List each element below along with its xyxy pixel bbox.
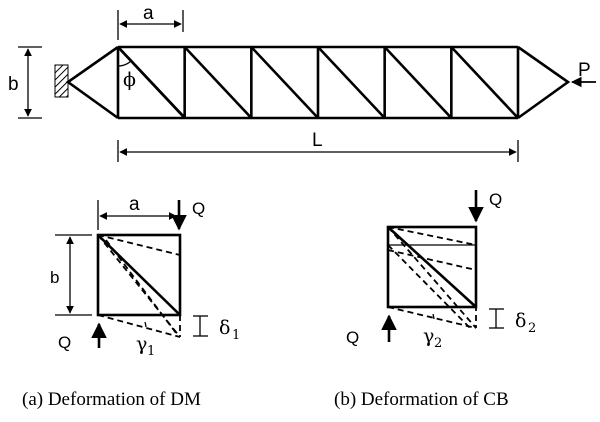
cb-delta-sub: 2: [528, 321, 536, 336]
truss-left-end: [65, 45, 119, 120]
cb-deformed-upper: [387, 226, 477, 246]
phi-label: ϕ: [123, 69, 136, 91]
dm-caption: (a) Deformation of DM: [22, 389, 201, 410]
dm-deformed-diagonal: [97, 234, 181, 338]
truss-dim-b-label: b: [8, 74, 19, 95]
cb-deformed-bottom: [387, 306, 477, 329]
cb-deformed-mid: [387, 249, 477, 271]
dm-delta-sub: 1: [232, 328, 240, 343]
phi-angle-arc: [117, 60, 132, 67]
cb-Q-bottom-label: Q: [346, 328, 359, 347]
truss-right-end: [517, 45, 571, 120]
cb-Q-top-label: Q: [489, 190, 502, 209]
truss-figure: ϕ a b L P: [8, 3, 596, 162]
truss-diagonal: [383, 46, 453, 119]
cb-figure: Q Q γ 2 δ 2 (b) Deformation of CB: [334, 190, 536, 410]
cb-gamma-sub: 2: [434, 336, 442, 351]
truss-first-diagonal: [117, 46, 186, 119]
truss-members: [116, 46, 520, 119]
truss-diagonal: [183, 46, 253, 119]
dm-Q-bottom-label: Q: [58, 333, 71, 352]
cb-deformed-diagonal: [387, 226, 477, 329]
cb-delta-label: δ: [515, 310, 526, 332]
dm-Q-top-label: Q: [192, 199, 205, 218]
cb-deformed-diagonal-2: [387, 244, 471, 329]
truss-diagonal: [317, 46, 386, 119]
wall-support-hatch: [54, 64, 69, 98]
cb-gamma-arc: [432, 313, 435, 320]
dm-diagonal: [97, 234, 181, 316]
dm-delta-label: δ: [219, 317, 230, 339]
truss-diagonal: [450, 46, 519, 119]
dm-deformed-bottom: [97, 314, 181, 338]
cb-diagonal: [387, 226, 477, 308]
dm-gamma-sub: 1: [147, 344, 155, 359]
truss-dim-L-label: L: [312, 130, 323, 151]
cb-caption: (b) Deformation of CB: [334, 389, 509, 410]
cb-gamma-label: γ: [423, 325, 434, 347]
dm-dim-b-label: b: [50, 268, 59, 287]
load-P-label: P: [578, 60, 591, 81]
dm-gamma-arc: [144, 321, 147, 328]
dm-gamma-label: γ: [136, 333, 147, 355]
dm-deformed-top: [97, 234, 181, 256]
dm-figure: a b Q Q γ 1 δ 1 (a) Deformation of DM: [22, 194, 240, 410]
truss-dim-a-label: a: [143, 3, 154, 24]
truss-diagonal: [250, 46, 319, 119]
dm-dim-a-label: a: [129, 194, 140, 215]
